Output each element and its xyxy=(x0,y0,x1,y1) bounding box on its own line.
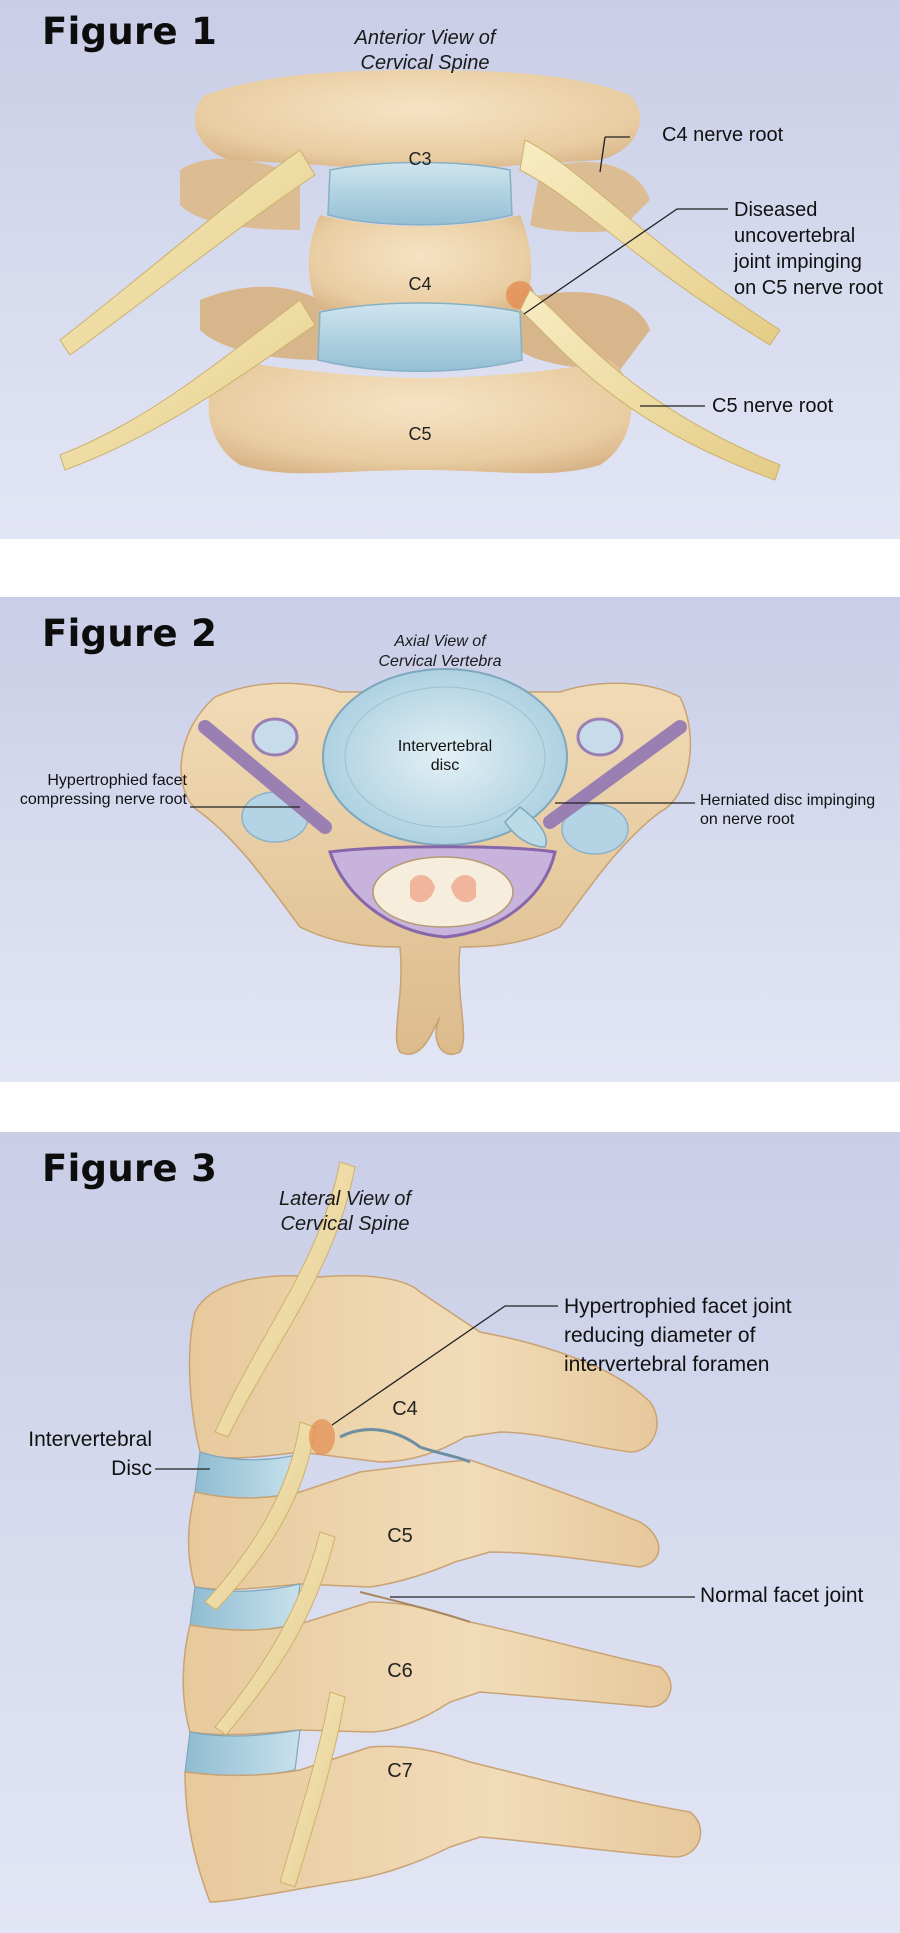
figure-1-title: Figure 1 xyxy=(42,10,218,53)
left-nerve-root xyxy=(198,720,332,834)
nerve-root-c7 xyxy=(279,1691,346,1888)
label-iv-disc-line2: Disc xyxy=(111,1457,152,1480)
right-transverse-foramen xyxy=(576,717,624,757)
label-c6-lateral: C6 xyxy=(387,1660,413,1682)
label-herniated-line2: on nerve root xyxy=(700,811,795,829)
label-c4-lateral: C4 xyxy=(392,1398,418,1420)
right-c4-nerve-root xyxy=(519,139,781,346)
label-diseased-line2: uncovertebral xyxy=(734,225,856,247)
anterior-spine-illustration: C3 C4 C5 xyxy=(59,70,781,481)
figure-3-caption-line2: Cervical Spine xyxy=(280,1213,410,1235)
label-hyp-facet-line1: Hypertrophied facet xyxy=(47,772,187,789)
figure-3-caption-line1: Lateral View of xyxy=(279,1188,411,1210)
disc-c6-c7-lateral xyxy=(184,1729,301,1777)
label-intervertebral-disc-lateral: Intervertebral Disc xyxy=(10,1425,152,1483)
figure-2-caption: Axial View of Cervical Vertebra xyxy=(340,632,540,672)
right-c5-nerve-root xyxy=(519,289,781,481)
figure-2-caption-line1: Axial View of xyxy=(394,633,486,650)
label-hyp-facet-line2: compressing nerve root xyxy=(19,791,187,809)
leader-c4-root xyxy=(599,136,606,173)
label-disc-line2: disc xyxy=(430,757,460,775)
leader-hypertrophied-facet-joint xyxy=(331,1305,558,1426)
label-diseased-joint: Diseased uncovertebral joint impinging o… xyxy=(734,197,883,301)
normal-facet-joint-line xyxy=(359,1591,471,1623)
leader-diseased-joint xyxy=(523,208,728,315)
facet-joint-line-c4-c5 xyxy=(339,1428,471,1464)
label-hyp-joint-line2: reducing diameter of xyxy=(564,1324,756,1347)
left-c4-nerve-root xyxy=(59,149,316,356)
nerve-root-c5 xyxy=(204,1421,316,1611)
figure-1-caption-line2: Cervical Spine xyxy=(360,52,490,74)
label-c5-nerve-root: C5 nerve root xyxy=(712,395,834,417)
figure-2-caption-line2: Cervical Vertebra xyxy=(378,653,502,670)
spinal-cord-gray-matter-right xyxy=(451,875,476,903)
label-hyp-joint-line1: Hypertrophied facet joint xyxy=(564,1295,792,1318)
hypertrophied-facet-joint xyxy=(309,1419,335,1455)
label-diseased-line3: joint impinging xyxy=(734,251,862,273)
label-c5: C5 xyxy=(408,424,431,444)
herniated-disc-bulge xyxy=(504,806,547,848)
figure-1-caption-line1: Anterior View of xyxy=(354,27,496,49)
nerve-root-c6 xyxy=(214,1531,336,1736)
figure-3-title: Figure 3 xyxy=(42,1147,218,1190)
label-hypertrophied-facet-joint: Hypertrophied facet joint reducing diame… xyxy=(564,1292,792,1379)
axial-vertebra-illustration xyxy=(180,668,695,1055)
figure-2-panel: Figure 2 Axial View of Cervical Vertebra… xyxy=(0,597,900,1082)
figure-3-caption: Lateral View of Cervical Spine xyxy=(250,1187,440,1237)
figure-2-title: Figure 2 xyxy=(42,612,218,655)
label-hyp-joint-line3: intervertebral foramen xyxy=(564,1353,770,1376)
disc-c5-c6-lateral xyxy=(189,1583,301,1631)
nerve-root-upper xyxy=(214,1161,356,1438)
label-normal-facet-joint: Normal facet joint xyxy=(700,1584,864,1607)
label-intervertebral-disc: Intervertebral disc xyxy=(370,737,520,775)
label-herniated-line1: Herniated disc impinging xyxy=(700,792,876,809)
label-diseased-line1: Diseased xyxy=(734,199,818,221)
label-hypertrophied-facet: Hypertrophied facet compressing nerve ro… xyxy=(12,771,187,809)
c6-vertebra-lateral xyxy=(182,1601,672,1736)
disc-c3-c4 xyxy=(327,161,513,226)
label-c4-nerve-root: C4 nerve root xyxy=(662,124,784,146)
c4-vertebra xyxy=(308,215,532,319)
spinal-cord xyxy=(372,856,514,928)
label-diseased-line4: on C5 nerve root xyxy=(734,277,883,299)
figure-1-caption: Anterior View of Cervical Spine xyxy=(330,26,520,76)
left-c5-nerve-root xyxy=(59,299,316,471)
right-facet-joint-surface xyxy=(561,803,629,855)
spinal-cord-gray-matter-left xyxy=(410,875,435,903)
label-disc-line1: Intervertebral xyxy=(397,738,493,755)
label-c5-lateral: C5 xyxy=(387,1525,413,1547)
c5-vertebra xyxy=(208,360,632,474)
disc-annulus-ring xyxy=(344,686,546,828)
left-transverse-foramen xyxy=(251,717,299,757)
label-c7-lateral: C7 xyxy=(387,1760,413,1782)
figure-1-panel: C3 C4 C5 Figure 1 Anterior View of Cervi… xyxy=(0,0,900,539)
label-iv-disc-line1: Intervertebral xyxy=(28,1428,152,1451)
intervertebral-disc xyxy=(322,668,568,846)
disc-c4-c5 xyxy=(317,302,523,372)
c5-vertebra-lateral xyxy=(187,1459,660,1591)
label-herniated-disc: Herniated disc impinging on nerve root xyxy=(700,791,875,829)
lateral-spine-illustration: C4 C5 C6 C7 xyxy=(155,1161,702,1903)
label-c3: C3 xyxy=(408,149,431,169)
label-c4: C4 xyxy=(408,274,431,294)
right-nerve-root xyxy=(543,720,687,829)
figure-3-panel: C4 C5 C6 C7 Figure 3 Lateral View of Cer… xyxy=(0,1132,900,1933)
